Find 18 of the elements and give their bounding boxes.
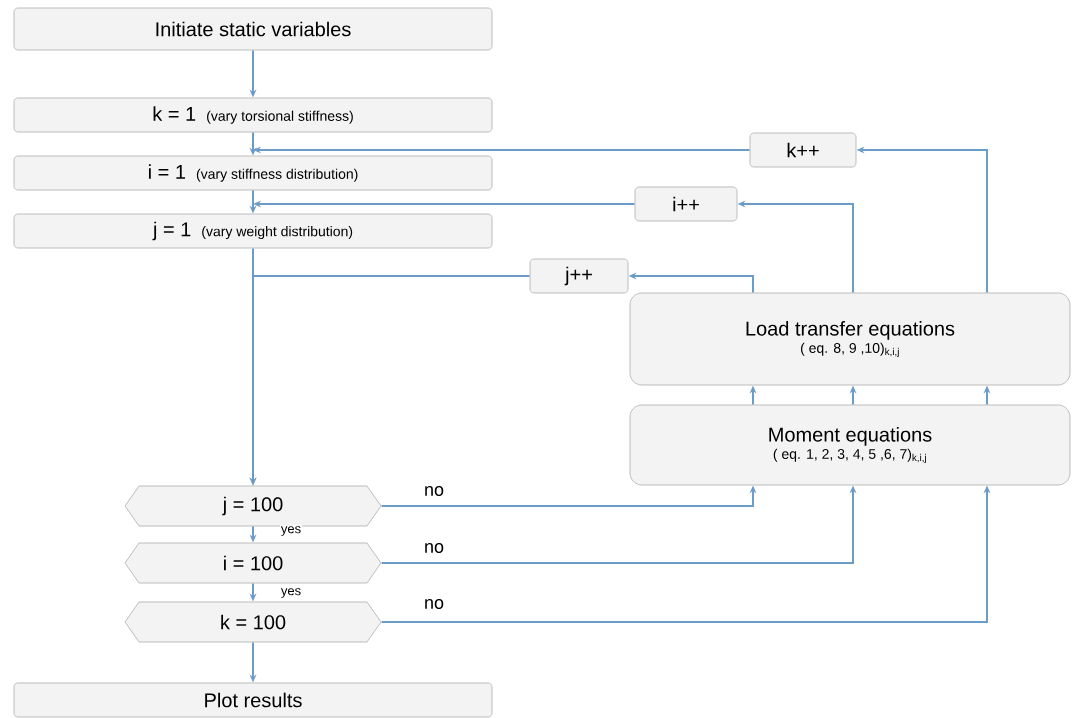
process-box: Initiate static variables <box>13 7 493 51</box>
counter-box: j++ <box>529 258 629 294</box>
decision-hexagon: j = 100 <box>124 485 382 527</box>
process-box: Moment equations ( eq. 1, 2, 3, 4, 5 ,6, 7)$_{k,i,j}$ <box>629 404 1071 486</box>
process-box: j = 1 (vary weight distribution) <box>13 213 493 249</box>
edge-label: no <box>423 485 445 497</box>
decision-hexagon: k = 100 <box>124 601 382 643</box>
process-box: Plot results <box>13 682 493 718</box>
counter-box: i++ <box>634 186 738 222</box>
counter-box: k++ <box>749 132 857 168</box>
process-box: i = 1 (vary stiffness distribution) <box>13 155 493 191</box>
edge-label: yes <box>279 525 303 537</box>
edge-label: no <box>423 598 445 610</box>
edge-label: no <box>423 542 445 554</box>
process-box: Load transfer equations ( eq. 8, 9 ,10)$_{k,i,j}$ <box>629 292 1071 386</box>
decision-hexagon: i = 100 <box>124 542 382 584</box>
process-box: k = 1 (vary torsional stiffness) <box>13 97 493 133</box>
edge-label: yes <box>279 587 303 599</box>
